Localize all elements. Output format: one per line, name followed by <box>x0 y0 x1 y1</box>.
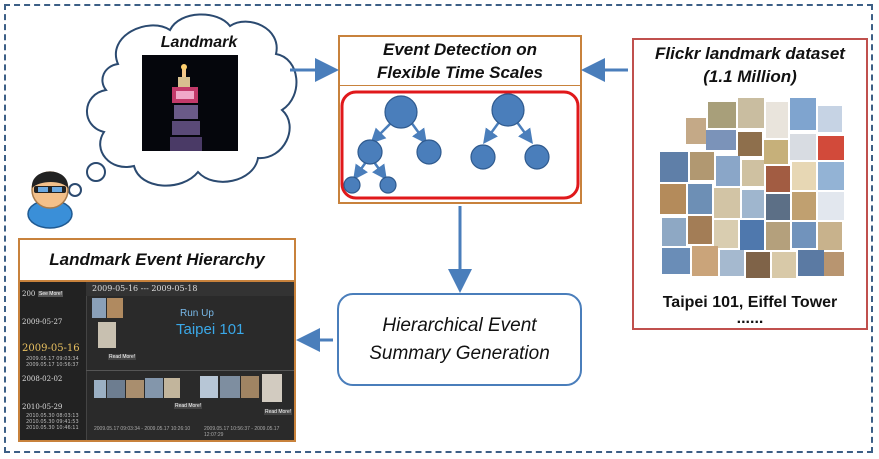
flickr-title: Flickr landmark dataset (1.1 Million) <box>632 42 868 88</box>
thought-bubble-large <box>86 162 106 182</box>
see-more-button[interactable]: See More! <box>38 291 64 297</box>
thumbnail <box>98 322 116 348</box>
thumbnail <box>126 380 144 398</box>
landmark-event-hierarchy-title: Landmark Event Hierarchy <box>18 238 296 282</box>
footer-right: 2009.05.17 10:56:37 - 2009.05.17 12:07:2… <box>204 426 280 438</box>
thought-bubble-small <box>68 183 82 197</box>
sub-date-2b: 2010.05.30 09:41:53 <box>26 419 79 425</box>
range-header: 2009-05-16 --- 2009-05-18 <box>92 284 198 293</box>
hierarchical-summary-box: Hierarchical Event Summary Generation <box>337 293 582 386</box>
event-detection-title-line1: Event Detection on <box>383 40 537 59</box>
timeline-date-3[interactable]: 2008-02-02 <box>22 375 63 383</box>
landmark-photo <box>142 55 238 151</box>
thumbnail <box>164 378 180 398</box>
thumbnail <box>262 374 282 402</box>
user-icon <box>27 171 73 229</box>
taipei-label: Taipei 101 <box>176 321 245 338</box>
event-detection-title-line2: Flexible Time Scales <box>377 63 543 82</box>
sub-date-1b: 2009.05.17 10:56:37 <box>26 362 79 368</box>
summary-line1: Hierarchical Event <box>382 314 537 336</box>
summary-line2: Summary Generation <box>369 342 550 364</box>
read-more-button[interactable]: Read More! <box>264 409 293 415</box>
range-header-bar <box>86 282 294 296</box>
timeline-date-1[interactable]: 2009-05-27 <box>22 318 63 326</box>
thumbnail <box>94 380 106 398</box>
thumbnail <box>241 376 259 398</box>
thumbnail <box>92 298 106 318</box>
timeline-date-2[interactable]: 2009-05-16 <box>22 343 80 354</box>
footer-left: 2009.05.17 09:03:34 - 2009.05.17 10:26:1… <box>94 426 191 432</box>
read-more-button[interactable]: Read More! <box>108 354 137 360</box>
flickr-caption: Taipei 101, Eiffel Tower <box>662 294 838 311</box>
sub-date-1a: 2009.05.17 09:03:34 <box>26 356 79 362</box>
read-more-button[interactable]: Read More! <box>174 403 203 409</box>
flickr-title-line2: (1.1 Million) <box>703 67 797 86</box>
thumbnail <box>200 376 218 398</box>
landmark-label: Landmark <box>160 34 238 51</box>
taipei-101-night-icon <box>142 55 238 151</box>
sub-date-2a: 2010.05.30 08:03:13 <box>26 413 79 419</box>
run-up-label: Run Up <box>180 308 214 319</box>
thumbnail <box>145 378 163 398</box>
flickr-title-line1: Flickr landmark dataset <box>655 44 845 63</box>
thumbnail <box>107 298 123 318</box>
divider <box>86 370 294 371</box>
flickr-ellipsis: ...... <box>736 310 764 327</box>
outer-frame <box>4 4 873 453</box>
timeline-date-4[interactable]: 2010-05-29 <box>22 403 63 411</box>
hierarchy-screenshot: 2009-05-16 --- 2009-05-18 200 See More! … <box>20 282 294 440</box>
timeline-top: 200 <box>22 290 36 298</box>
event-tree-nodes <box>343 93 550 194</box>
thumbnail <box>107 380 125 398</box>
timeline-column <box>20 282 87 440</box>
thumbnail <box>220 376 240 398</box>
landmark-photo-mosaic <box>660 98 844 278</box>
sub-date-2c: 2010.05.30 10:46:11 <box>26 425 79 431</box>
